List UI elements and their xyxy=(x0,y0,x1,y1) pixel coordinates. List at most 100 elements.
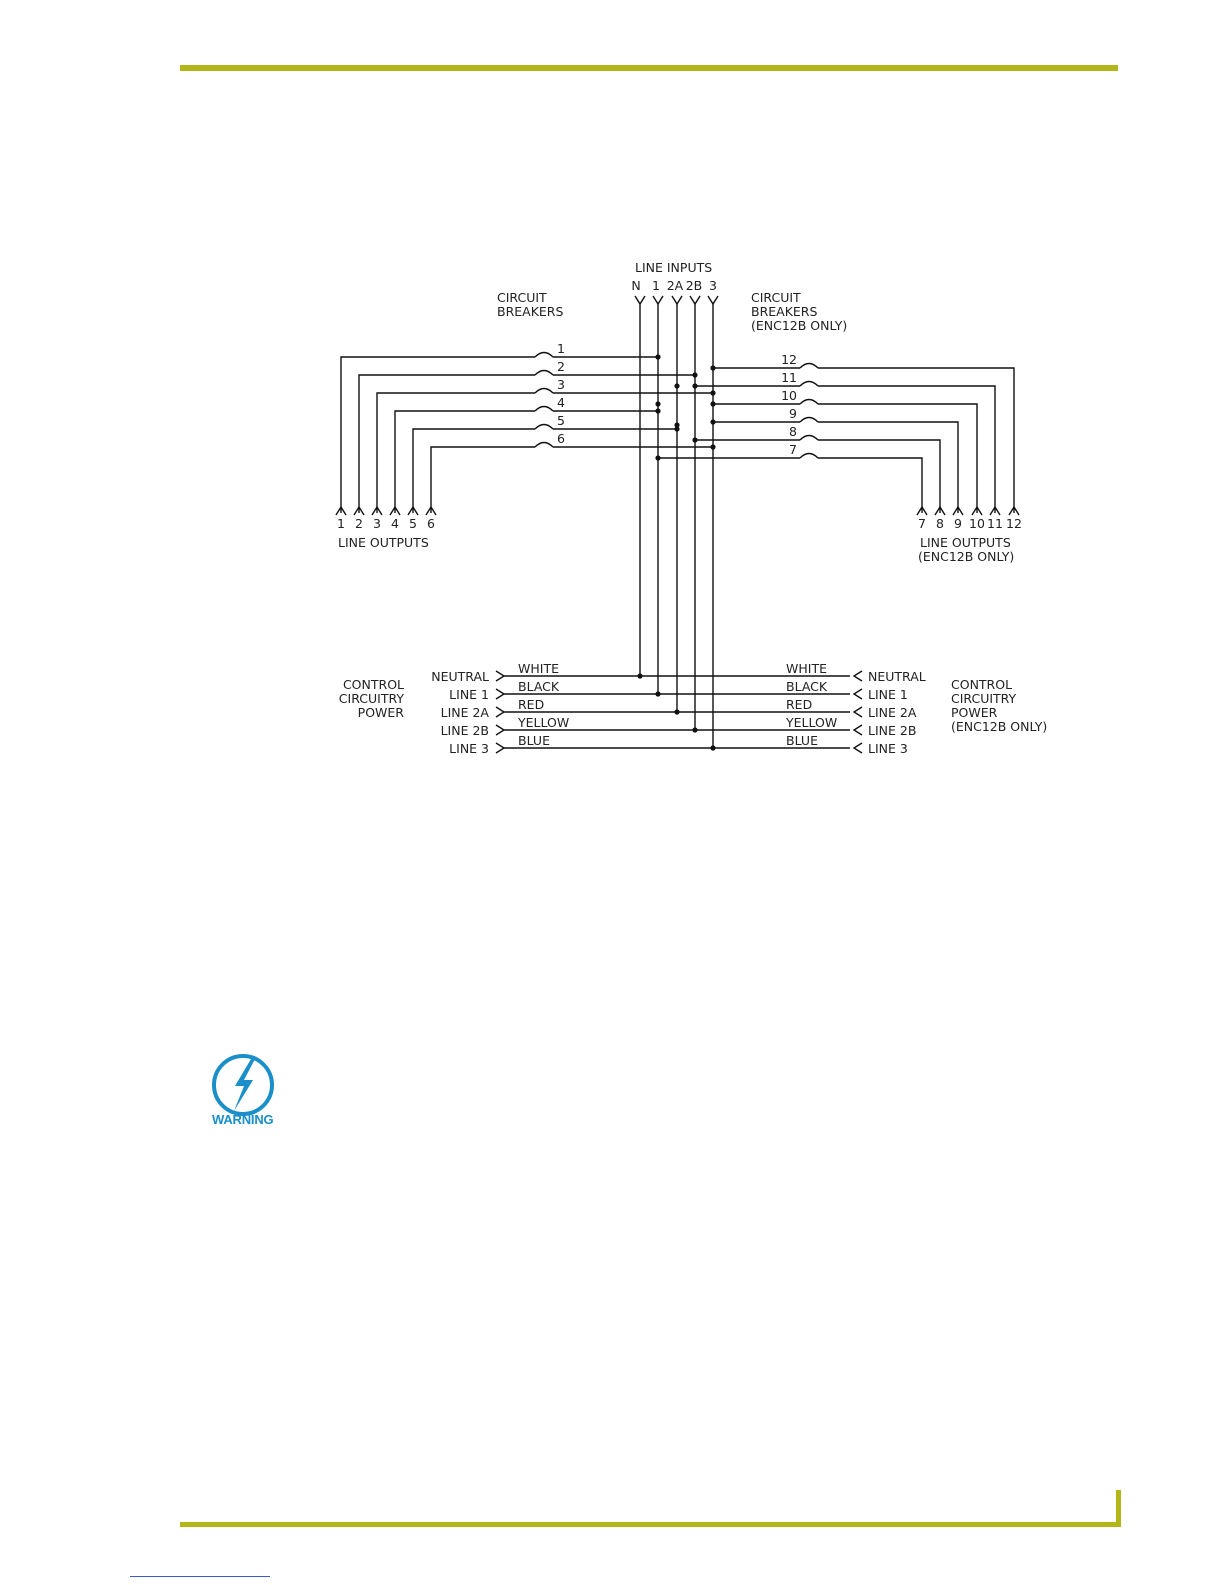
control-line-name-right: LINE 3 xyxy=(868,741,908,756)
right-output-number: 11 xyxy=(987,516,1003,531)
right-output-number: 8 xyxy=(936,516,944,531)
right-breaker-number: 7 xyxy=(789,442,797,457)
left-breakers-label: BREAKERS xyxy=(497,304,563,319)
output-connector xyxy=(934,505,946,516)
junction-dot xyxy=(674,426,680,432)
output-connector xyxy=(916,505,928,516)
left-breaker-number: 4 xyxy=(557,395,565,410)
junction-dot xyxy=(692,372,698,378)
output-connector xyxy=(425,505,437,516)
left-output-number: 2 xyxy=(355,516,363,531)
left-output-number: 1 xyxy=(337,516,345,531)
control-connector-left xyxy=(495,742,506,754)
control-right-label: (ENC12B ONLY) xyxy=(951,719,1047,734)
junction-dot xyxy=(655,691,661,697)
breaker-arc xyxy=(799,398,819,405)
warning-icon xyxy=(212,1054,274,1116)
control-connector-right xyxy=(852,724,863,736)
control-connector-left xyxy=(495,724,506,736)
right-output-wire xyxy=(818,367,1015,513)
wire-color-right: BLACK xyxy=(786,679,828,694)
control-line-name-right: LINE 2B xyxy=(868,723,916,738)
right-output-number: 7 xyxy=(918,516,926,531)
output-connector xyxy=(1008,505,1020,516)
breaker-arc xyxy=(534,369,554,376)
left-output-number: 4 xyxy=(391,516,399,531)
right-breaker-number: 8 xyxy=(789,424,797,439)
right-output-wire xyxy=(818,385,996,513)
footer-rule xyxy=(180,1522,1121,1527)
left-output-number: 6 xyxy=(427,516,435,531)
line-input-label-1: 1 xyxy=(652,278,660,293)
breaker-arc xyxy=(534,423,554,430)
breaker-arc xyxy=(799,452,819,459)
junction-dot xyxy=(710,390,716,396)
junction-dot xyxy=(692,727,698,733)
right-breaker-number: 10 xyxy=(781,388,797,403)
output-connector xyxy=(407,505,419,516)
control-left-label: CIRCUITRY xyxy=(339,691,405,706)
wire-color-left: WHITE xyxy=(518,661,559,676)
right-breakers-label: (ENC12B ONLY) xyxy=(751,318,847,333)
output-connector xyxy=(952,505,964,516)
line-input-connector xyxy=(652,295,664,306)
warning-label: WARNING xyxy=(212,1112,274,1127)
junction-dot xyxy=(710,745,716,751)
junction-dot xyxy=(710,419,716,425)
right-output-number: 9 xyxy=(954,516,962,531)
right-outputs-label: (ENC12B ONLY) xyxy=(918,549,1014,564)
control-right-label: POWER xyxy=(951,705,998,720)
breaker-arc xyxy=(799,362,819,369)
control-connector-right xyxy=(852,688,863,700)
control-connector-right xyxy=(852,706,863,718)
breaker-arc xyxy=(534,351,554,358)
output-connector xyxy=(353,505,365,516)
left-breaker-number: 1 xyxy=(557,341,565,356)
control-connector-left xyxy=(495,706,506,718)
right-breakers-label: BREAKERS xyxy=(751,304,817,319)
control-left-label: POWER xyxy=(358,705,405,720)
wiring-diagram: LINE INPUTS N 1 2A 2B 3 CIRCUIT BREAKERS… xyxy=(335,260,1047,756)
line-input-connector xyxy=(707,295,719,306)
right-output-wire xyxy=(818,457,923,513)
left-outputs-label: LINE OUTPUTS xyxy=(338,535,429,550)
breaker-arc xyxy=(799,380,819,387)
junction-dot xyxy=(710,401,716,407)
footer-rule-tick xyxy=(1116,1490,1121,1527)
control-line-name-right: LINE 2A xyxy=(868,705,917,720)
line-inputs-title: LINE INPUTS xyxy=(635,260,712,275)
right-breaker-number: 11 xyxy=(781,370,797,385)
control-line-name-right: LINE 1 xyxy=(868,687,908,702)
line-input-connector xyxy=(671,295,683,306)
junction-dot xyxy=(710,444,716,450)
wire-color-left: BLUE xyxy=(518,733,550,748)
control-connector-right xyxy=(852,670,863,682)
right-breaker-number: 12 xyxy=(781,352,797,367)
wire-color-left: RED xyxy=(518,697,544,712)
line-input-connector xyxy=(634,295,646,306)
left-breaker-number: 3 xyxy=(557,377,565,392)
lightning-bolt-icon xyxy=(234,1059,255,1111)
output-connector xyxy=(989,505,1001,516)
junction-dot xyxy=(674,383,680,389)
line-input-label-2a: 2A xyxy=(667,278,684,293)
left-output-number: 5 xyxy=(409,516,417,531)
right-breaker-number: 9 xyxy=(789,406,797,421)
right-breakers-label: CIRCUIT xyxy=(751,290,801,305)
header-rule xyxy=(180,65,1118,71)
junction-dot xyxy=(710,365,716,371)
breaker-arc xyxy=(534,405,554,412)
right-outputs-label: LINE OUTPUTS xyxy=(920,535,1011,550)
left-output-wire xyxy=(340,356,535,513)
right-output-wire xyxy=(818,439,941,513)
control-line-name-left: LINE 2B xyxy=(441,723,489,738)
left-breaker-number: 2 xyxy=(557,359,565,374)
left-output-wire xyxy=(358,374,535,513)
breaker-arc xyxy=(534,441,554,448)
control-connector-right xyxy=(852,742,863,754)
right-output-number: 10 xyxy=(969,516,985,531)
line-input-label-n: N xyxy=(631,278,640,293)
control-left-label: CONTROL xyxy=(343,677,404,692)
left-breaker-number: 5 xyxy=(557,413,565,428)
control-right-label: CIRCUITRY xyxy=(951,691,1017,706)
